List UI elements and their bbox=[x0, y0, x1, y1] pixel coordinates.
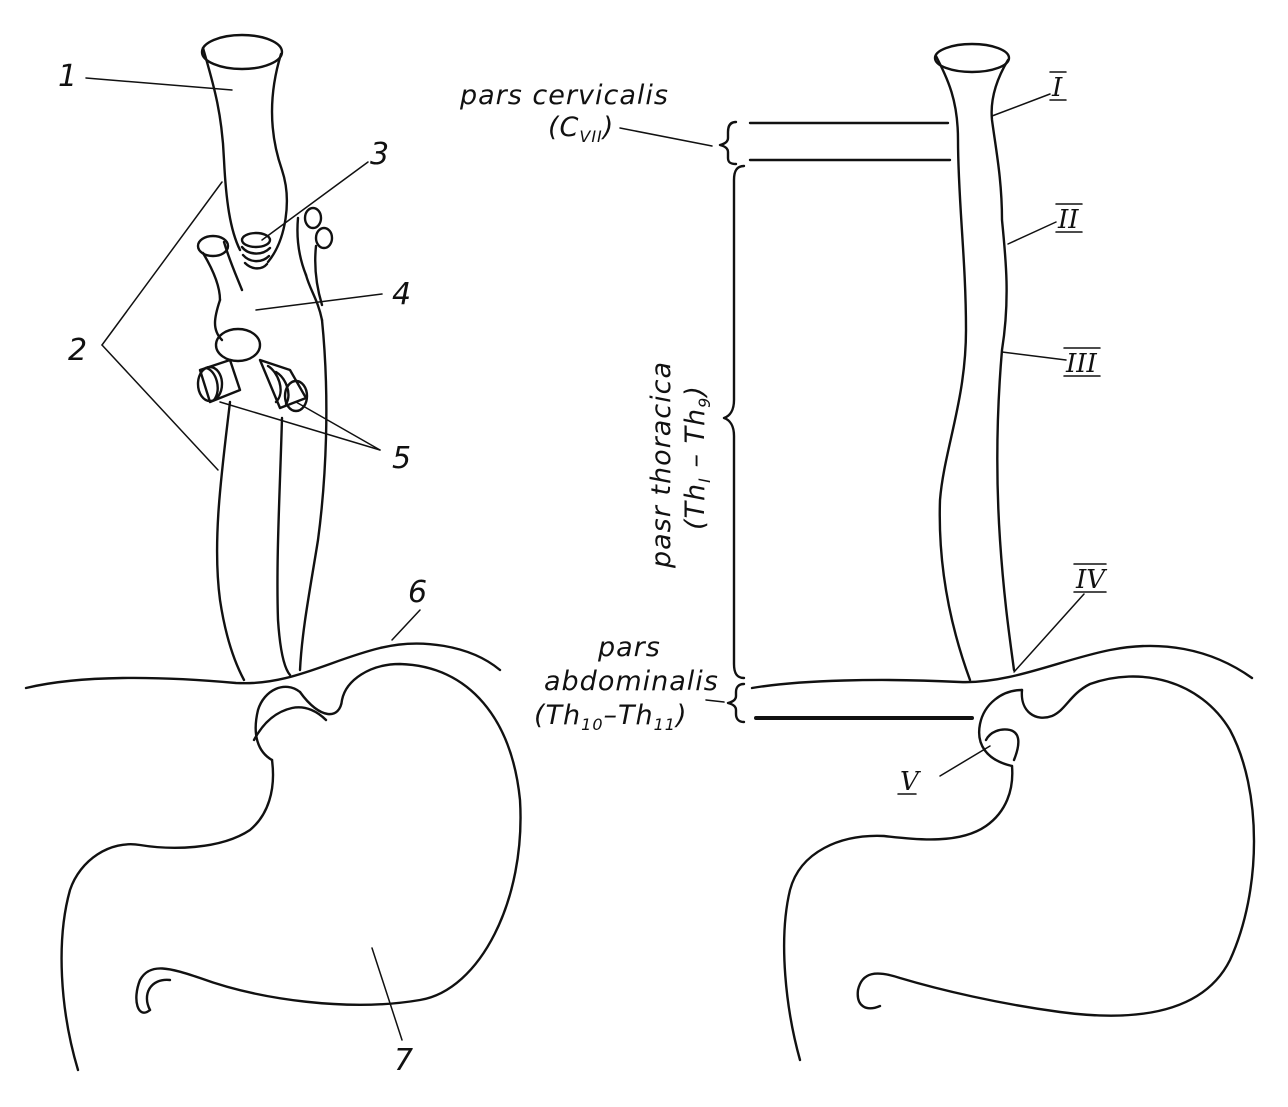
pars-cervicalis-label: pars cervicalis bbox=[459, 80, 669, 111]
pars-thoracica-group: pasr thoracica (ThI – Th9) bbox=[646, 361, 714, 569]
right-esophagus-left-wall bbox=[934, 54, 972, 682]
left-esophagus-upper-left-wall bbox=[201, 46, 242, 252]
label-5: 5 bbox=[392, 441, 411, 476]
left-bronchi bbox=[196, 327, 309, 413]
brace-thoracica bbox=[722, 164, 746, 680]
left-diaphragm bbox=[24, 642, 502, 690]
pars-abdominalis-label-1: pars bbox=[597, 632, 661, 663]
right-stomach bbox=[782, 675, 1256, 1062]
left-esophagus-lower-right-wall bbox=[298, 318, 328, 672]
pars-abdominalis-label-2: abdominalis bbox=[544, 666, 719, 697]
label-6: 6 bbox=[408, 575, 427, 610]
pars-abdominalis-level: (Th10–Th11) bbox=[534, 700, 688, 734]
left-esophagus-opening bbox=[200, 33, 284, 71]
right-esophagus-drawing: I II III IV V bbox=[750, 42, 1256, 1062]
right-esophagus-right-wall bbox=[990, 58, 1016, 672]
region-labels: pars cervicalis (CVII) pasr thoracica (T… bbox=[459, 80, 974, 734]
aortic-arch bbox=[196, 206, 334, 342]
right-esophagus-opening bbox=[933, 42, 1011, 74]
left-leader-lines bbox=[85, 77, 421, 1041]
pars-thoracica-level: (ThI – Th9) bbox=[680, 385, 714, 530]
left-esophagus-drawing: 1 2 3 4 5 6 7 bbox=[24, 33, 522, 1078]
label-roman-II: II bbox=[1057, 205, 1079, 235]
pars-thoracica-label: pasr thoracica bbox=[646, 361, 677, 569]
label-roman-V: V bbox=[900, 767, 921, 797]
left-esophagus-lower-middle-wall bbox=[276, 416, 292, 677]
label-roman-IV: IV bbox=[1075, 565, 1107, 595]
label-4: 4 bbox=[392, 277, 411, 312]
number-labels: 1 2 3 4 5 6 7 bbox=[58, 59, 427, 1078]
label-1: 1 bbox=[58, 59, 77, 94]
label-roman-III: III bbox=[1065, 349, 1098, 379]
pars-cervicalis-level: (CVII) bbox=[548, 112, 614, 146]
left-stomach bbox=[60, 662, 522, 1072]
left-esophagus-lower-left-wall bbox=[215, 400, 246, 682]
label-7: 7 bbox=[394, 1043, 413, 1078]
right-leader-lines bbox=[939, 93, 1085, 777]
brace-cervicalis bbox=[718, 120, 738, 166]
roman-labels: I II III IV V bbox=[897, 71, 1107, 797]
left-esophagus-upper-right-wall bbox=[266, 52, 288, 264]
label-2: 2 bbox=[68, 333, 87, 368]
label-3: 3 bbox=[370, 137, 389, 172]
label-roman-I: I bbox=[1051, 73, 1063, 103]
right-diaphragm bbox=[750, 644, 1254, 690]
brace-abdominalis bbox=[726, 682, 746, 724]
trachea-rings bbox=[240, 231, 272, 270]
